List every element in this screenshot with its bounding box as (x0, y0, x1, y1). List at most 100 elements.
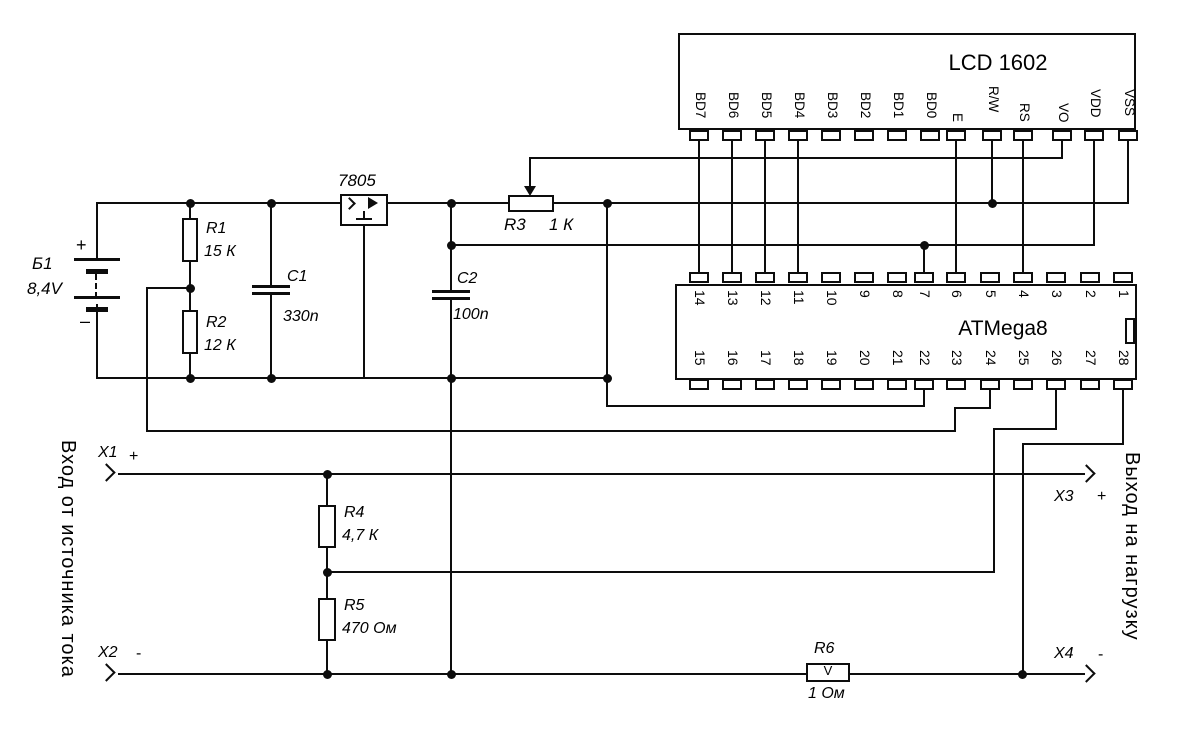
mcu-pin-stub (821, 379, 841, 390)
mcu-pin-number: 6 (949, 290, 965, 298)
wire (1127, 140, 1129, 204)
lcd-pin-label: R/W (986, 86, 1001, 113)
wire (450, 244, 1095, 246)
battery-plate (74, 296, 120, 299)
wire (363, 226, 365, 377)
junction-dot (920, 241, 929, 250)
lcd-pin-label: BD3 (825, 92, 840, 119)
wire (850, 673, 1085, 675)
lcd-pin-label: VO (1056, 103, 1071, 123)
resistor-r4 (318, 505, 336, 548)
junction-dot (988, 199, 997, 208)
lcd-pin-stub (788, 130, 808, 141)
mcu-pin-stub (1080, 379, 1100, 390)
mcu-pin-number: 28 (1116, 350, 1132, 366)
c1-value: 330n (283, 308, 319, 325)
r4-ref: R4 (344, 504, 365, 521)
mcu-pin-stub (854, 272, 874, 283)
mcu-pin-stub (914, 272, 934, 283)
mcu-pin-stub (854, 379, 874, 390)
capacitor-c2-plate (432, 297, 470, 300)
c1-ref: C1 (287, 268, 308, 285)
r6-ref: R6 (814, 640, 835, 657)
regulator-output-arrow-icon (368, 197, 378, 209)
mcu-pin-number: 16 (725, 350, 741, 366)
battery-cell-link (95, 274, 97, 298)
battery-plate (74, 258, 120, 261)
lcd-pin-label: BD7 (693, 92, 708, 119)
input-annotation: Вход от источника тока (57, 440, 79, 678)
wire (118, 673, 806, 675)
wire (698, 140, 700, 272)
terminal-x3-sign: + (1097, 488, 1107, 505)
battery-ref: Б1 (32, 254, 53, 273)
mcu-pin-stub (689, 379, 709, 390)
terminal-x4-label: X4 (1054, 645, 1074, 662)
lcd-pin-stub (722, 130, 742, 141)
junction-dot (1018, 670, 1027, 679)
junction-dot (447, 241, 456, 250)
wire (326, 571, 995, 573)
junction-dot (267, 199, 276, 208)
mcu-pin-number: 3 (1049, 290, 1065, 298)
r6-value: 1 Ом (808, 685, 845, 702)
lcd-pin-stub (1084, 130, 1104, 141)
voltage-regulator-box (340, 194, 388, 226)
wire (606, 405, 925, 407)
mcu-pin-stub (1113, 379, 1133, 390)
lcd-pin-label: VDD (1088, 89, 1103, 118)
mcu-pin-number: 26 (1049, 350, 1065, 366)
mcu-pin-number: 25 (1016, 350, 1032, 366)
lcd-pin-label: BD5 (759, 92, 774, 119)
r5-ref: R5 (344, 597, 365, 614)
mcu-pin-number: 8 (890, 290, 906, 298)
mcu-pin-number: 17 (758, 350, 774, 366)
mcu-pin-number: 18 (791, 350, 807, 366)
battery-plate (86, 307, 108, 312)
lcd-pin-label: BD1 (891, 92, 906, 119)
capacitor-c2-plate (432, 290, 470, 293)
wire (96, 304, 98, 377)
wire (96, 202, 98, 260)
mcu-pin-number: 15 (692, 350, 708, 366)
wire (553, 202, 1129, 204)
wire (606, 377, 608, 407)
mcu-pin-number: 24 (983, 350, 999, 366)
battery-minus-sign: – (80, 311, 91, 331)
mcu-pin-stub (722, 379, 742, 390)
mcu-pin-stub (821, 272, 841, 283)
mcu-pin-stub (755, 379, 775, 390)
wire (1122, 390, 1124, 445)
c2-value: 100n (453, 306, 489, 323)
mcu-pin-number: 9 (857, 290, 873, 298)
mcu-pin-number: 10 (824, 290, 840, 306)
mcu-pin-number: 14 (692, 290, 708, 306)
wire (146, 287, 148, 430)
junction-dot (447, 670, 456, 679)
mcu-pin-stub (887, 272, 907, 283)
terminal-x1-label: X1 (98, 444, 118, 461)
junction-dot (447, 199, 456, 208)
shunt-resistor-r6 (806, 663, 850, 682)
wire (1055, 390, 1057, 430)
wire (529, 157, 531, 189)
mcu-pin-number: 19 (824, 350, 840, 366)
r2-value: 12 К (204, 337, 236, 354)
mcu-pin-stub (1013, 379, 1033, 390)
junction-dot (603, 199, 612, 208)
potentiometer-r3 (508, 195, 554, 212)
wire (923, 244, 925, 274)
mcu-box (675, 284, 1137, 380)
wire (954, 407, 956, 432)
wire (797, 140, 799, 272)
wire (955, 140, 957, 272)
battery-plate (86, 269, 108, 274)
mcu-pin-number: 20 (857, 350, 873, 366)
mcu-pin-stub (1113, 272, 1133, 283)
mcu-pin-number: 2 (1083, 290, 1099, 298)
lcd-pin-label: VSS (1122, 89, 1137, 117)
mcu-pin-stub (722, 272, 742, 283)
r1-value: 15 К (204, 243, 236, 260)
terminal-x3-icon (1077, 464, 1096, 483)
